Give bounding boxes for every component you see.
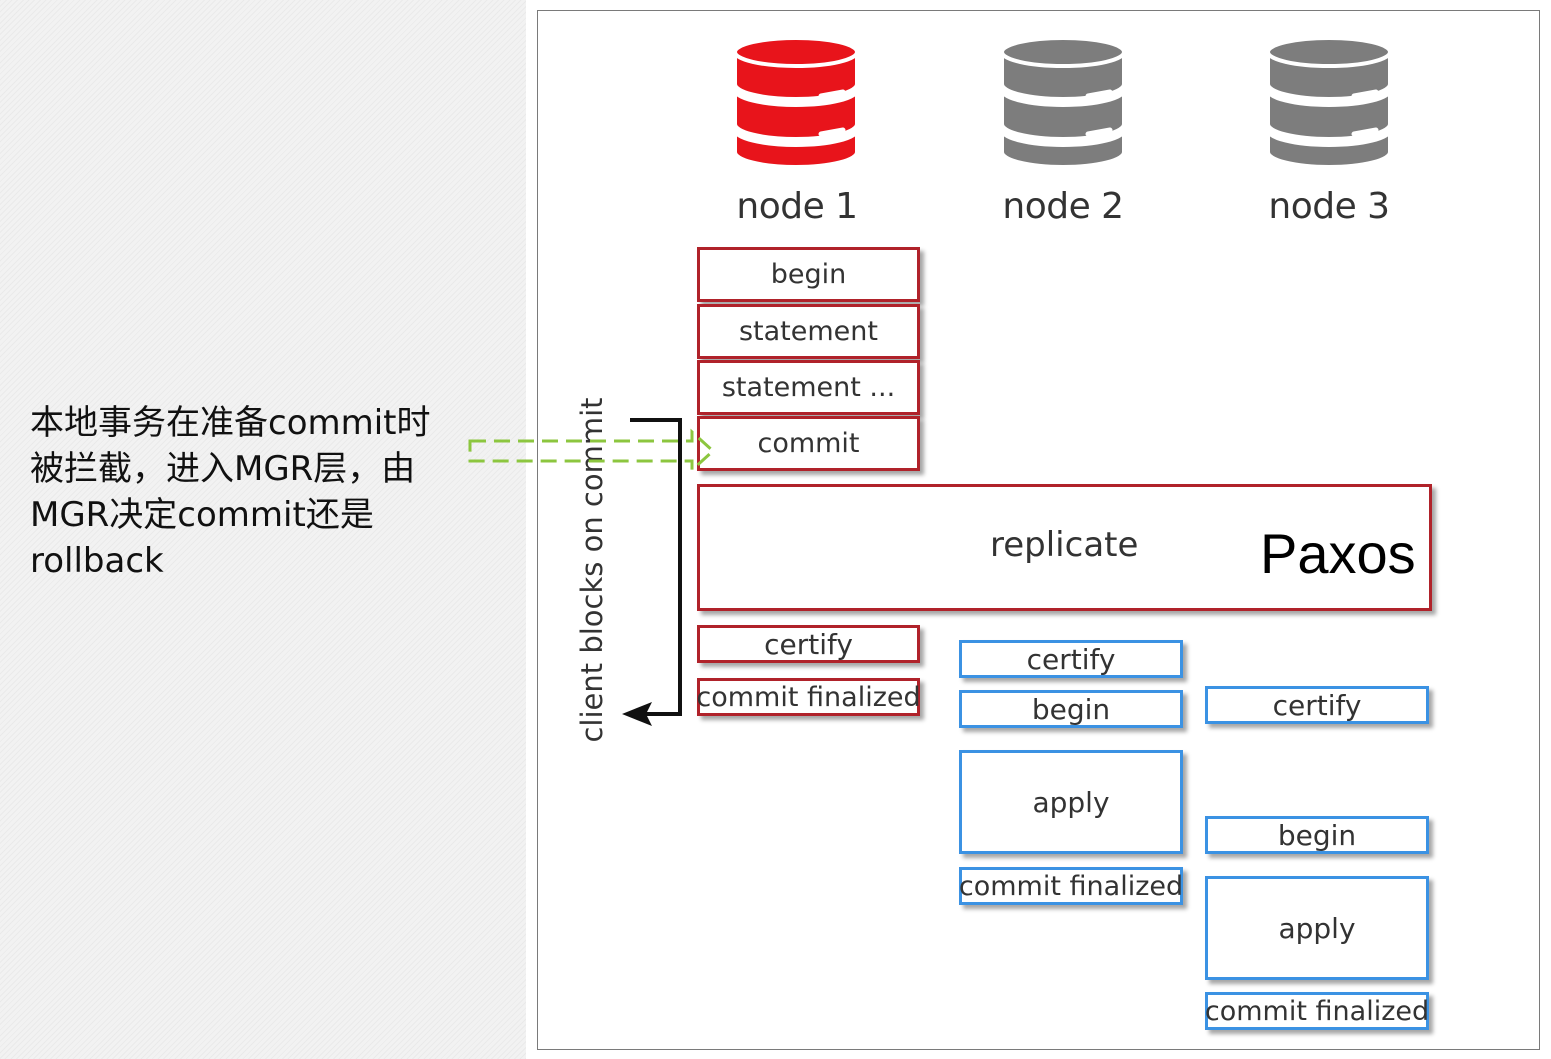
node-2-apply-step: apply [959,750,1183,854]
node-1-commit-finalized-step: commit finalized [696,678,921,716]
node-1-statement-step: statement [697,304,920,359]
node-3-commit-finalized-step: commit finalized [1205,992,1429,1030]
node-1-label: node 1 [736,186,858,227]
client-block-arrow [622,418,682,726]
annotation-line: rollback [30,541,164,581]
node-1-begin-step: begin [697,247,920,302]
node-3-label: node 3 [1268,186,1390,227]
annotation-line: 被拦截，进入MGR层，由 [30,449,416,489]
node-3-certify-step: certify [1205,686,1429,724]
node-2-certify-step: certify [959,640,1183,678]
node-1-statement-more-step: statement ... [697,360,920,415]
annotation-line: MGR决定commit还是 [30,495,374,535]
node-1-certify-step: certify [697,625,920,663]
database-icon-node-2 [1000,36,1126,170]
node-2-commit-finalized-step: commit finalized [959,867,1183,905]
database-icon-node-1 [733,36,859,170]
dashed-intercept-arrow [468,428,716,474]
database-icon-node-3 [1266,36,1392,170]
node-3-apply-step: apply [1205,876,1429,980]
annotation-line: 本地事务在准备commit时 [30,403,431,443]
node-3-begin-step: begin [1205,816,1429,854]
node-1-commit-step: commit [697,416,920,471]
replicate-label: replicate [990,525,1139,565]
node-2-begin-step: begin [959,690,1183,728]
paxos-label: Paxos [1260,522,1416,585]
diagram-frame [537,10,1540,1050]
node-2-label: node 2 [1002,186,1124,227]
annotation-text: 本地事务在准备commit时 被拦截，进入MGR层，由 MGR决定commit还… [30,400,470,584]
replicate-paxos-box: replicate Paxos [697,484,1432,611]
